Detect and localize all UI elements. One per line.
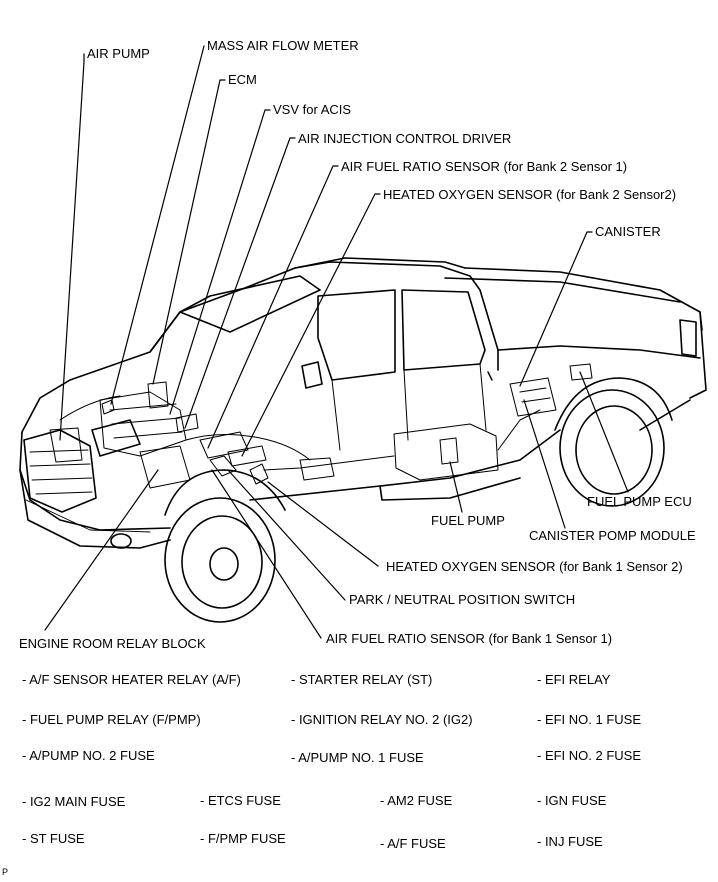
- relay-item: - EFI NO. 2 FUSE: [537, 748, 642, 763]
- engine-components: [49, 381, 335, 489]
- label-ho2-bank2-sensor2: HEATED OXYGEN SENSOR (for Bank 2 Sensor2…: [383, 187, 677, 202]
- label-ecm: ECM: [228, 72, 257, 87]
- label-air-pump: AIR PUMP: [87, 46, 150, 61]
- label-air-injection-control-driver: AIR INJECTION CONTROL DRIVER: [298, 131, 512, 146]
- relay-item: - A/F FUSE: [380, 836, 446, 851]
- relay-item: - IGN FUSE: [537, 793, 607, 808]
- front-wheel: [164, 469, 286, 623]
- relay-item: - INJ FUSE: [537, 834, 603, 849]
- label-fuel-pump-ecu: FUEL PUMP ECU: [587, 494, 692, 509]
- rear-wheel: [554, 377, 673, 507]
- label-mass-air-flow-meter: MASS AIR FLOW METER: [207, 38, 359, 53]
- label-af-sensor-bank2-sensor1: AIR FUEL RATIO SENSOR (for Bank 2 Sensor…: [341, 159, 628, 174]
- label-vsv-acis: VSV for ACIS: [273, 102, 352, 117]
- truck-body: [19, 257, 707, 549]
- label-fuel-pump: FUEL PUMP: [431, 513, 505, 528]
- relay-item: - ST FUSE: [22, 831, 85, 846]
- relay-item: - A/F SENSOR HEATER RELAY (A/F): [22, 672, 241, 687]
- label-engine-room-relay-block: ENGINE ROOM RELAY BLOCK: [19, 636, 206, 651]
- relay-item: - FUEL PUMP RELAY (F/PMP): [22, 712, 201, 727]
- relay-item: - A/PUMP NO. 2 FUSE: [22, 748, 155, 763]
- relay-item: - A/PUMP NO. 1 FUSE: [291, 750, 424, 765]
- relay-item: - F/PMP FUSE: [200, 831, 286, 846]
- relay-item: - ETCS FUSE: [200, 793, 281, 808]
- label-ho2-bank1-sensor2: HEATED OXYGEN SENSOR (for Bank 1 Sensor …: [386, 559, 683, 574]
- label-park-neutral-switch: PARK / NEUTRAL POSITION SWITCH: [349, 592, 576, 607]
- relay-item: - IGNITION RELAY NO. 2 (IG2): [291, 712, 473, 727]
- relay-item: - STARTER RELAY (ST): [291, 672, 433, 687]
- label-af-sensor-bank1-sensor1: AIR FUEL RATIO SENSOR (for Bank 1 Sensor…: [326, 631, 613, 646]
- relay-item: - AM2 FUSE: [380, 793, 453, 808]
- relay-item: - EFI NO. 1 FUSE: [537, 712, 642, 727]
- figure-code: P: [2, 867, 9, 877]
- label-canister: CANISTER: [595, 224, 661, 239]
- relay-item: - IG2 MAIN FUSE: [22, 794, 126, 809]
- fuel-components: [263, 363, 593, 481]
- relay-item: - EFI RELAY: [537, 672, 611, 687]
- label-canister-pump-module: CANISTER POMP MODULE: [529, 528, 696, 543]
- leader-lines: [44, 45, 629, 639]
